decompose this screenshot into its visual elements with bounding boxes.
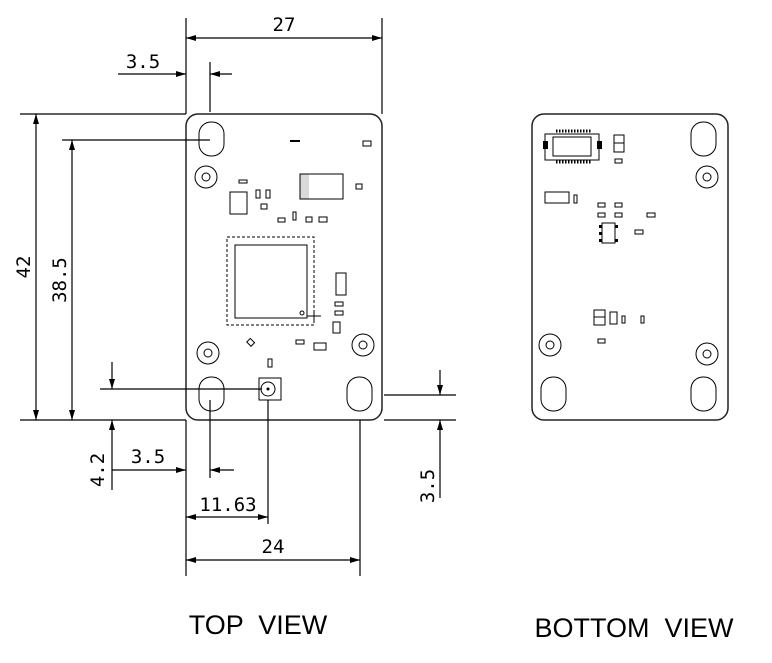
dimension-hole-span-24: 24 <box>185 420 361 576</box>
dimension-label: 4.2 <box>87 453 109 487</box>
screw-hole <box>196 341 220 365</box>
mounting-slot <box>690 376 717 412</box>
dimension-label: 3.5 <box>126 51 160 73</box>
wireless-module <box>226 236 321 326</box>
dimension-bottom-hole-offset: 3.5 <box>112 400 234 478</box>
dimension-label: 38.5 <box>49 257 71 303</box>
dimension-label: 11.63 <box>199 494 256 516</box>
dimension-antenna-y: 4.2 <box>87 362 262 490</box>
dimension-height-38-5: 38.5 <box>49 139 210 420</box>
mounting-slot <box>690 121 717 157</box>
mounting-slot <box>198 376 225 412</box>
screw-hole <box>695 165 719 189</box>
diode-component <box>299 173 344 200</box>
mounting-slot <box>198 121 225 157</box>
screw-hole <box>194 165 218 189</box>
bottom-view-board <box>531 113 729 421</box>
dimension-right-hole-offset: 3.5 <box>384 370 456 503</box>
mounting-slot <box>346 376 373 412</box>
dimension-label: 3.5 <box>417 469 439 503</box>
dimension-label: 27 <box>273 14 296 36</box>
screw-hole <box>538 333 562 357</box>
dimension-antenna-x: 11.63 <box>186 400 269 524</box>
bottom-view-label: BOTTOM VIEW <box>534 613 734 643</box>
dimension-label: 3.5 <box>131 446 165 468</box>
top-view-board <box>185 113 383 421</box>
dimension-label: 24 <box>262 536 285 558</box>
dimension-label: 42 <box>13 256 35 279</box>
screw-hole <box>351 333 375 357</box>
dimension-top-hole-offset: 3.5 <box>118 51 232 112</box>
board-connector <box>543 129 602 164</box>
sot-ic <box>599 222 618 244</box>
mounting-slot <box>540 376 567 412</box>
dimension-height-42: 42 <box>13 113 186 421</box>
top-view-label: TOP VIEW <box>189 610 328 640</box>
dimension-width-27: 27 <box>185 14 383 114</box>
screw-hole <box>695 342 719 366</box>
